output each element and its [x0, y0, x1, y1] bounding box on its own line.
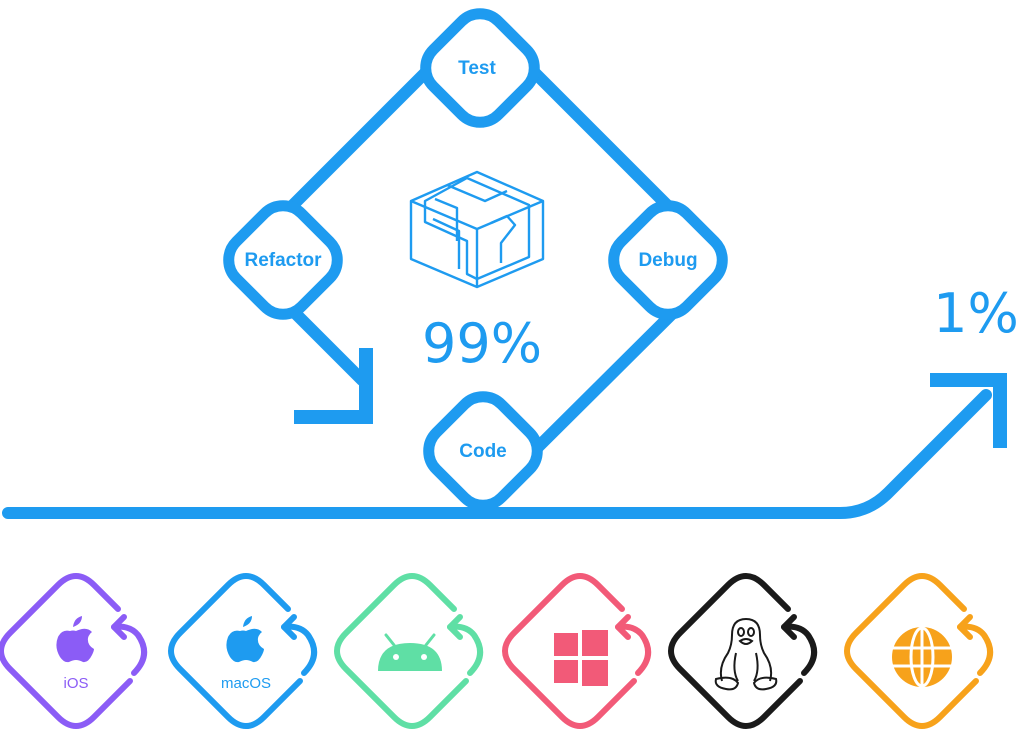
loop-arrow-icon [294, 348, 373, 424]
timeline-path [2, 389, 992, 519]
cycle-percent: 99% [422, 312, 542, 375]
platform-macos-label: macOS [221, 675, 271, 692]
node-refactor: Refactor [218, 195, 348, 325]
linux-penguin-icon [714, 618, 778, 691]
platform-ios: iOS [0, 573, 147, 729]
android-icon [378, 633, 442, 671]
platform-macos: macOS [168, 573, 317, 729]
cube-logo-icon [409, 170, 545, 289]
exit-arrow-icon [930, 373, 1007, 448]
platform-ios-label: iOS [63, 675, 88, 692]
apple-icon [226, 616, 264, 663]
node-debug-label: Debug [638, 250, 697, 271]
globe-icon [892, 626, 952, 688]
exit-percent: 1% [933, 282, 1019, 345]
node-test: Test [415, 3, 545, 133]
node-code: Code [418, 386, 548, 516]
apple-icon [56, 616, 94, 663]
node-debug: Debug [603, 195, 733, 325]
node-code-label: Code [459, 441, 507, 462]
platform-windows [502, 573, 651, 729]
platform-row: iOS macOS [0, 573, 993, 729]
windows-icon [554, 630, 608, 686]
node-refactor-label: Refactor [244, 250, 322, 271]
node-test-label: Test [458, 58, 496, 79]
platform-linux [668, 573, 817, 729]
platform-android [334, 573, 483, 729]
platform-web [844, 573, 993, 729]
cycle-loop [273, 56, 686, 469]
